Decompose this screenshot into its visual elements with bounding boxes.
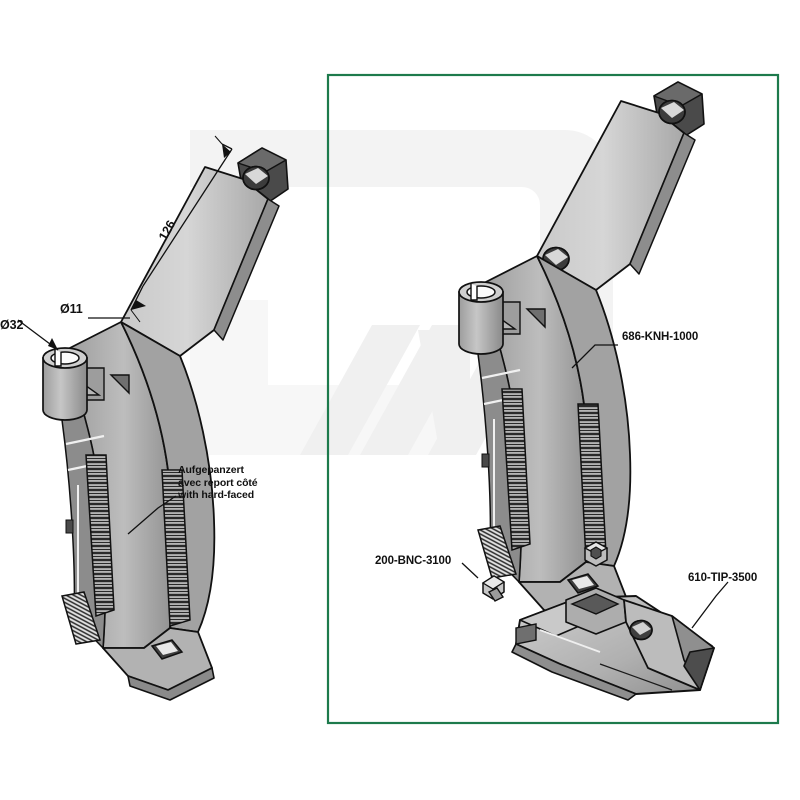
leader-hardfaced [127, 495, 177, 535]
assembly-detail-frame [326, 73, 780, 725]
dimension-diameter-32-label: Ø32 [0, 318, 24, 332]
hard-faced-note-line-de: Aufgepanzert [178, 464, 244, 476]
hard-faced-note-line-fr: avec report côté [178, 476, 258, 489]
hard-faced-note-line-en: with hard-faced [178, 489, 255, 501]
share-point-tip [511, 587, 715, 701]
left-shank-body [61, 321, 216, 701]
left-shank-upper-arm [120, 147, 289, 357]
assembly-nut [583, 541, 609, 567]
left-shank-detail-view [42, 147, 289, 701]
dimension-lines [17, 135, 729, 629]
assembly-bolt [481, 575, 506, 602]
part-label-bolt: 200-BNC-3100 [375, 555, 452, 567]
part-label-shank: 686-KNH-1000 [622, 331, 699, 343]
right-shank-upper-arm [536, 81, 705, 291]
lower-square-hole [150, 639, 184, 660]
right-lower-square-hole [566, 573, 600, 594]
right-upper-pivot-hole [658, 99, 686, 125]
leader-200 [461, 562, 479, 579]
right-assembly-view [458, 81, 715, 701]
leader-610 [691, 581, 729, 629]
tip-bolt-hole [629, 619, 653, 641]
upper-pivot-hole [242, 165, 270, 191]
part-label-tip: 610-TIP-3500 [688, 572, 758, 584]
right-tube-collar [458, 281, 504, 355]
dimension-diameter-11-label: Ø11 [60, 302, 83, 316]
left-tube-collar [42, 347, 88, 421]
hard-faced-note: Aufgepanzert avec report côté with hard-… [178, 464, 308, 502]
dimension-126-line [130, 135, 233, 323]
leader-686 [571, 344, 618, 369]
